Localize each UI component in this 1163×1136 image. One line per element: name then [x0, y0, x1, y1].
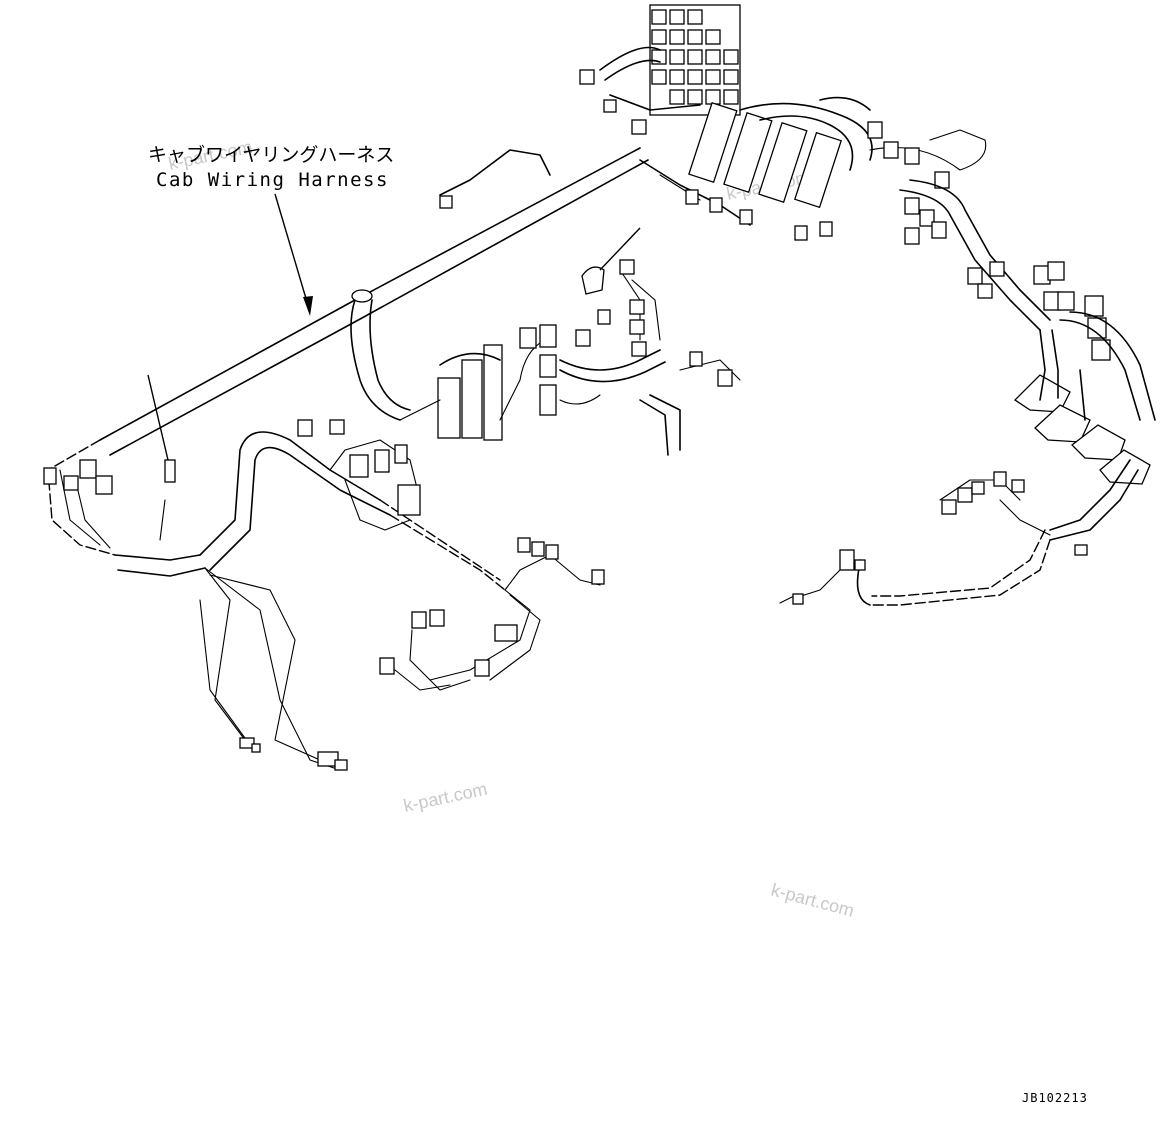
- watermarks: k-part.com k-part.com k-part.com k-part.…: [167, 137, 857, 921]
- right-cluster: [779, 261, 1156, 606]
- harness-label-jp: キャブワイヤリングハーネス: [148, 143, 394, 166]
- harness-leader-line: [274, 193, 311, 313]
- harness-callout: キャブワイヤリングハーネス Cab Wiring Harness: [148, 143, 394, 316]
- watermark-4: k-part.com: [769, 880, 856, 921]
- center-cluster: [297, 339, 546, 531]
- relay-grid: [651, 9, 739, 105]
- bottom-center-cluster: [379, 537, 605, 691]
- harness-label-en: Cab Wiring Harness: [156, 169, 389, 191]
- center-right-cluster: [439, 149, 741, 456]
- harness-leader-arrow: [303, 296, 313, 316]
- relay-box-cluster: [579, 4, 1051, 331]
- main-trunk: [47, 147, 649, 577]
- drawing-id: JB102213: [1022, 1091, 1088, 1105]
- watermark-3: k-part.com: [402, 779, 489, 816]
- left-front-cluster: [43, 374, 506, 771]
